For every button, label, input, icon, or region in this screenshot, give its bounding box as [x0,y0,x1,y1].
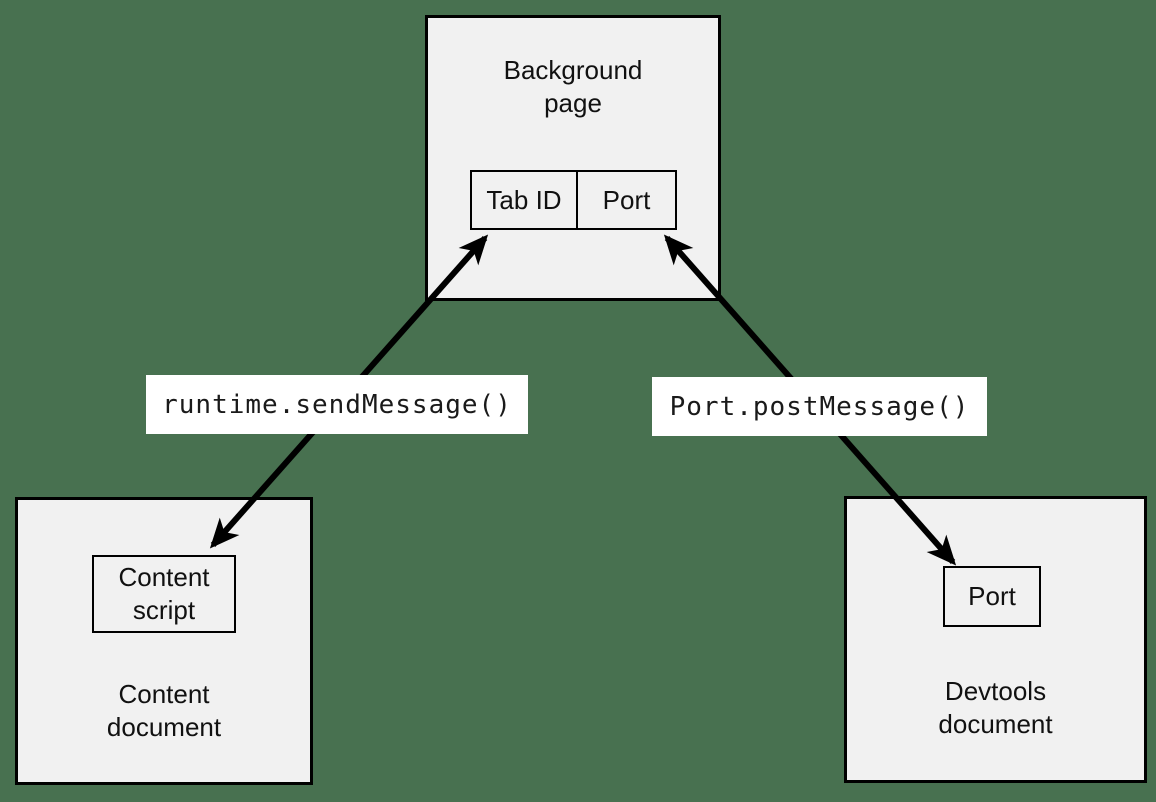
runtime-sendmessage-label: runtime.sendMessage() [146,375,528,434]
background-page-node: Background page Tab ID Port [425,15,721,301]
content-script-node: Content script [92,555,236,633]
background-page-label: Background page [503,55,643,118]
devtools-port-node: Port [943,566,1041,627]
tab-id-cell: Tab ID [470,170,578,230]
devtools-document-label: Devtools document [938,676,1053,739]
content-document-node: Content script Content document [15,497,313,785]
port-postmessage-label: Port.postMessage() [652,377,987,436]
devtools-document-node: Port Devtools document [844,496,1147,783]
content-document-label: Content document [106,679,222,742]
tab-port-table: Tab ID Port [470,170,677,230]
port-cell: Port [578,170,677,230]
